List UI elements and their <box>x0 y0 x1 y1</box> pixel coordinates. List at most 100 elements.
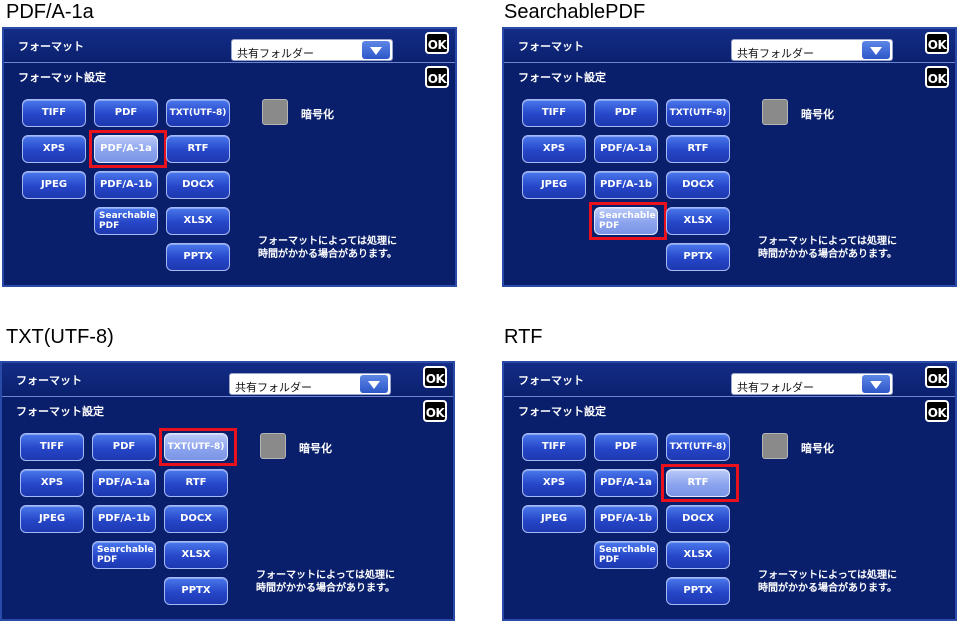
button-label: JPEG <box>40 179 68 190</box>
ok-button-top[interactable]: OK <box>925 32 949 54</box>
format-button-docx[interactable]: DOCX <box>666 171 730 199</box>
format-button-xlsx[interactable]: XLSX <box>666 541 730 569</box>
button-label: PDF <box>614 441 638 452</box>
ok-button-settings[interactable]: OK <box>425 66 449 88</box>
format-settings-label: フォーマット設定 <box>18 71 106 84</box>
destination-dropdown[interactable]: 共有フォルダー <box>231 39 393 61</box>
format-button-pdfa1b[interactable]: PDF/A-1b <box>594 171 658 199</box>
format-button-pdfa1a[interactable]: PDF/A-1a <box>594 469 658 497</box>
format-button-tiff[interactable]: TIFF <box>522 433 586 461</box>
format-button-jpeg[interactable]: JPEG <box>22 171 86 199</box>
ok-button-settings[interactable]: OK <box>925 66 949 88</box>
format-button-xps[interactable]: XPS <box>522 469 586 497</box>
note-line-1: フォーマットによっては処理に <box>758 570 897 581</box>
format-button-rtf[interactable]: RTF <box>164 469 228 497</box>
button-label: PDF <box>112 441 136 452</box>
button-label: JPEG <box>38 513 66 524</box>
format-button-pdf[interactable]: PDF <box>594 99 658 127</box>
button-label-line2: PDF <box>99 221 120 231</box>
format-button-pptx[interactable]: PPTX <box>164 577 228 605</box>
format-button-txt[interactable]: TXT(UTF-8) <box>666 99 730 127</box>
format-button-rtf[interactable]: RTF <box>666 469 730 497</box>
format-button-tiff[interactable]: TIFF <box>22 99 86 127</box>
dropdown-arrow-button[interactable] <box>362 41 390 59</box>
destination-dropdown[interactable]: 共有フォルダー <box>731 39 893 61</box>
format-button-pdfa1a[interactable]: PDF/A-1a <box>94 135 158 163</box>
panel-caption: SearchablePDF <box>504 1 646 23</box>
format-button-pptx[interactable]: PPTX <box>166 243 230 271</box>
button-label: PDF/A-1a <box>100 143 152 154</box>
note-line-1: フォーマットによっては処理に <box>256 570 395 581</box>
button-label: TIFF <box>39 441 65 452</box>
dropdown-arrow-button[interactable] <box>862 41 890 59</box>
processing-time-note: フォーマットによっては処理に時間がかかる場合があります。 <box>258 235 397 261</box>
format-button-pptx[interactable]: PPTX <box>666 243 730 271</box>
format-button-pptx[interactable]: PPTX <box>666 577 730 605</box>
format-button-jpeg[interactable]: JPEG <box>522 505 586 533</box>
format-button-pdfa1b[interactable]: PDF/A-1b <box>92 505 156 533</box>
button-label: PDF/A-1b <box>599 513 653 524</box>
format-button-txt[interactable]: TXT(UTF-8) <box>166 99 230 127</box>
note-line-1: フォーマットによっては処理に <box>758 236 897 247</box>
encrypt-checkbox[interactable] <box>762 433 788 459</box>
format-button-pdf[interactable]: PDF <box>594 433 658 461</box>
encrypt-checkbox[interactable] <box>262 99 288 125</box>
button-label: XLSX <box>181 549 211 560</box>
button-label: XLSX <box>683 549 713 560</box>
encrypt-checkbox[interactable] <box>762 99 788 125</box>
button-label: RTF <box>187 143 209 154</box>
format-button-txt[interactable]: TXT(UTF-8) <box>666 433 730 461</box>
ok-button-settings[interactable]: OK <box>925 400 949 422</box>
button-label: PPTX <box>683 585 713 596</box>
format-button-xlsx[interactable]: XLSX <box>164 541 228 569</box>
format-button-xlsx[interactable]: XLSX <box>166 207 230 235</box>
format-button-jpeg[interactable]: JPEG <box>20 505 84 533</box>
format-button-tiff[interactable]: TIFF <box>522 99 586 127</box>
format-button-pdfa1b[interactable]: PDF/A-1b <box>94 171 158 199</box>
ok-button-top[interactable]: OK <box>925 366 949 388</box>
button-label: PDF/A-1b <box>97 513 151 524</box>
format-button-xps[interactable]: XPS <box>22 135 86 163</box>
ok-button-top[interactable]: OK <box>425 32 449 54</box>
button-label-line1: Searchable <box>99 211 156 221</box>
format-button-xps[interactable]: XPS <box>522 135 586 163</box>
button-label: PDF/A-1a <box>600 477 652 488</box>
destination-dropdown[interactable]: 共有フォルダー <box>229 373 391 395</box>
ok-button-settings[interactable]: OK <box>423 400 447 422</box>
button-label: TXT(UTF-8) <box>669 442 727 452</box>
destination-dropdown[interactable]: 共有フォルダー <box>731 373 893 395</box>
processing-time-note: フォーマットによっては処理に時間がかかる場合があります。 <box>758 569 897 595</box>
button-label: PDF/A-1a <box>98 477 150 488</box>
dropdown-arrow-button[interactable] <box>862 375 890 393</box>
button-label: PDF <box>614 107 638 118</box>
format-button-docx[interactable]: DOCX <box>666 505 730 533</box>
format-button-xlsx[interactable]: XLSX <box>666 207 730 235</box>
encrypt-label: 暗号化 <box>301 108 334 121</box>
selection-highlight <box>159 428 237 466</box>
format-button-rtf[interactable]: RTF <box>666 135 730 163</box>
format-button-docx[interactable]: DOCX <box>164 505 228 533</box>
format-button-rtf[interactable]: RTF <box>166 135 230 163</box>
button-label-line2: PDF <box>97 555 118 565</box>
format-button-jpeg[interactable]: JPEG <box>522 171 586 199</box>
format-button-pdf[interactable]: PDF <box>92 433 156 461</box>
encrypt-checkbox[interactable] <box>260 433 286 459</box>
button-label: DOCX <box>180 513 212 524</box>
selection-highlight <box>661 464 739 502</box>
format-button-docx[interactable]: DOCX <box>166 171 230 199</box>
format-button-tiff[interactable]: TIFF <box>20 433 84 461</box>
dropdown-arrow-button[interactable] <box>360 375 388 393</box>
format-button-pdf[interactable]: PDF <box>94 99 158 127</box>
button-label: PPTX <box>183 251 213 262</box>
format-button-txt[interactable]: TXT(UTF-8) <box>164 433 228 461</box>
ok-button-top[interactable]: OK <box>423 366 447 388</box>
format-button-pdfa1a[interactable]: PDF/A-1a <box>594 135 658 163</box>
format-button-xps[interactable]: XPS <box>20 469 84 497</box>
format-button-pdfa1b[interactable]: PDF/A-1b <box>594 505 658 533</box>
format-button-pdfa1a[interactable]: PDF/A-1a <box>92 469 156 497</box>
